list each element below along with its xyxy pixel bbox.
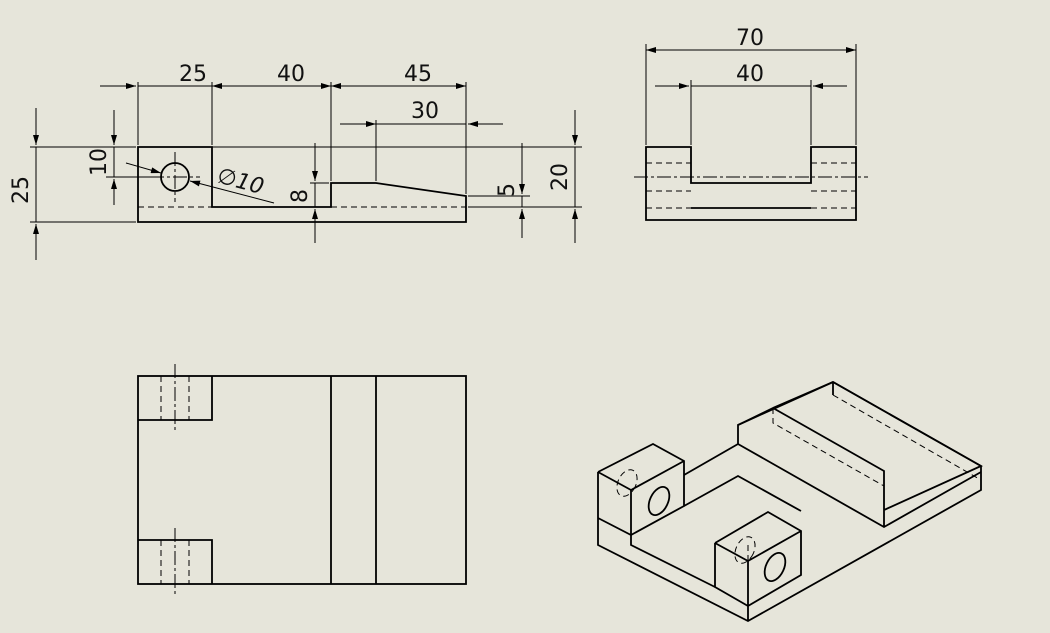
top-view-outline <box>137 375 467 585</box>
iso-channel <box>630 474 802 588</box>
dim-text-8: 8 <box>288 189 313 203</box>
leader-line <box>189 180 275 204</box>
dim-text-45: 45 <box>404 62 432 87</box>
dim-text-70: 70 <box>736 26 764 51</box>
dim-text-25: 25 <box>179 62 207 87</box>
dim-text-side-40: 40 <box>736 62 764 87</box>
iso-edge <box>630 460 685 491</box>
top-view-lower-block <box>138 539 213 584</box>
top-view-upper-block <box>138 376 213 421</box>
isometric-view <box>597 380 983 623</box>
iso-hole-hidden <box>616 469 638 497</box>
iso-edge <box>597 471 632 491</box>
top-view <box>137 364 467 596</box>
iso-ramp <box>737 380 983 529</box>
dim-text-diameter: ∅10 <box>214 164 266 200</box>
dim-text-height-25: 25 <box>9 176 34 204</box>
iso-front-block <box>714 510 802 621</box>
iso-back-block <box>597 442 685 537</box>
front-view: 25 40 45 30 25 10 ∅10 8 5 20 <box>9 62 582 260</box>
front-extension-lines <box>30 82 582 223</box>
front-view-outline <box>137 146 467 223</box>
iso-hole-hidden <box>734 536 756 564</box>
iso-hole <box>763 551 787 583</box>
leader-line <box>125 162 162 174</box>
side-view-outline <box>645 146 857 221</box>
side-view: 70 40 <box>634 26 868 221</box>
side-extension-lines <box>645 44 857 145</box>
dim-text-5: 5 <box>495 183 520 197</box>
dim-text-20: 20 <box>548 163 573 191</box>
dim-text-30: 30 <box>411 99 439 124</box>
iso-hole <box>647 485 671 517</box>
iso-hidden-lines <box>597 394 982 561</box>
dim-text-10: 10 <box>87 148 112 176</box>
dim-text-40: 40 <box>277 62 305 87</box>
